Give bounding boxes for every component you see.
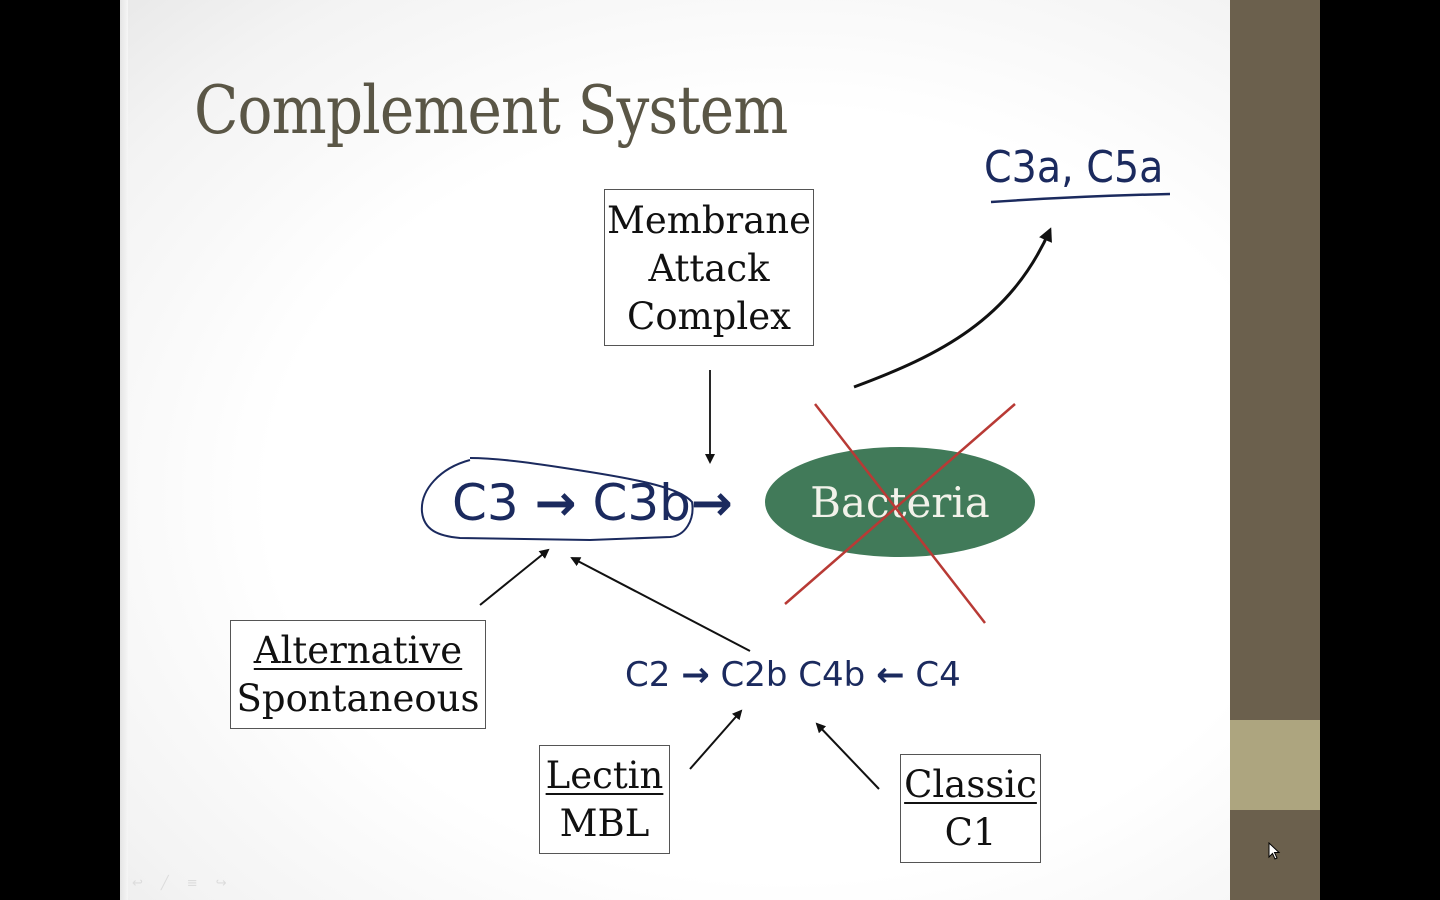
products-label: C3a, C5a xyxy=(984,142,1164,193)
c3b-arrow: → xyxy=(690,474,733,532)
c4-arrow: ← xyxy=(876,655,905,695)
c2-arrow: → xyxy=(681,655,710,695)
classic-arrow xyxy=(815,722,880,790)
menu-icon[interactable]: ≡ xyxy=(186,876,198,891)
back-arrow-icon[interactable]: ↩ xyxy=(132,876,143,891)
letterbox-right xyxy=(1320,0,1440,900)
slideshow-controls: ↩ ╱ ≡ ↪ xyxy=(132,876,227,891)
classic-heading: Classic xyxy=(904,763,1037,806)
bacteria-label: Bacteria xyxy=(810,478,990,527)
classic-sub: C1 xyxy=(944,811,997,854)
lectin-arrow xyxy=(689,709,743,770)
lectin-heading: Lectin xyxy=(545,754,664,797)
convertase-arrow xyxy=(570,557,751,652)
mouse-cursor-icon xyxy=(1268,841,1282,866)
classic-box: Classic C1 xyxy=(900,754,1041,863)
release-arrow xyxy=(853,227,1052,389)
c3-chain: C3 → C3b→ xyxy=(452,474,733,532)
pen-icon[interactable]: ╱ xyxy=(160,876,169,891)
sidebar-accent-block xyxy=(1230,720,1320,810)
alternative-sub: Spontaneous xyxy=(236,677,480,720)
slide: Complement System C3a, C5a Membrane Atta… xyxy=(120,0,1230,900)
c2-chain: C2 → C2b C4b ← C4 xyxy=(625,655,961,695)
alternative-heading: Alternative xyxy=(253,629,463,672)
mac-line-2: Attack xyxy=(648,247,770,290)
c2-label: C2 xyxy=(625,655,671,695)
c3b-label: C3b xyxy=(592,474,691,532)
lectin-box: Lectin MBL xyxy=(539,745,670,854)
sidebar-bar xyxy=(1230,0,1320,900)
mac-line-3: Complex xyxy=(627,295,791,338)
c4-label: C4 xyxy=(915,655,961,695)
c4b-label: C4b xyxy=(798,655,866,695)
mac-line-1: Membrane xyxy=(606,199,812,242)
mac-box: Membrane Attack Complex xyxy=(604,189,814,346)
lectin-sub: MBL xyxy=(559,802,650,845)
c3-arrow: → xyxy=(534,474,577,532)
slide-title: Complement System xyxy=(194,72,788,149)
c2b-label: C2b xyxy=(720,655,788,695)
alternative-box: Alternative Spontaneous xyxy=(230,620,486,729)
c3-label: C3 xyxy=(452,474,519,532)
products-underline xyxy=(990,192,1171,204)
alternative-arrow xyxy=(479,548,550,606)
forward-arrow-icon[interactable]: ↪ xyxy=(215,876,227,891)
